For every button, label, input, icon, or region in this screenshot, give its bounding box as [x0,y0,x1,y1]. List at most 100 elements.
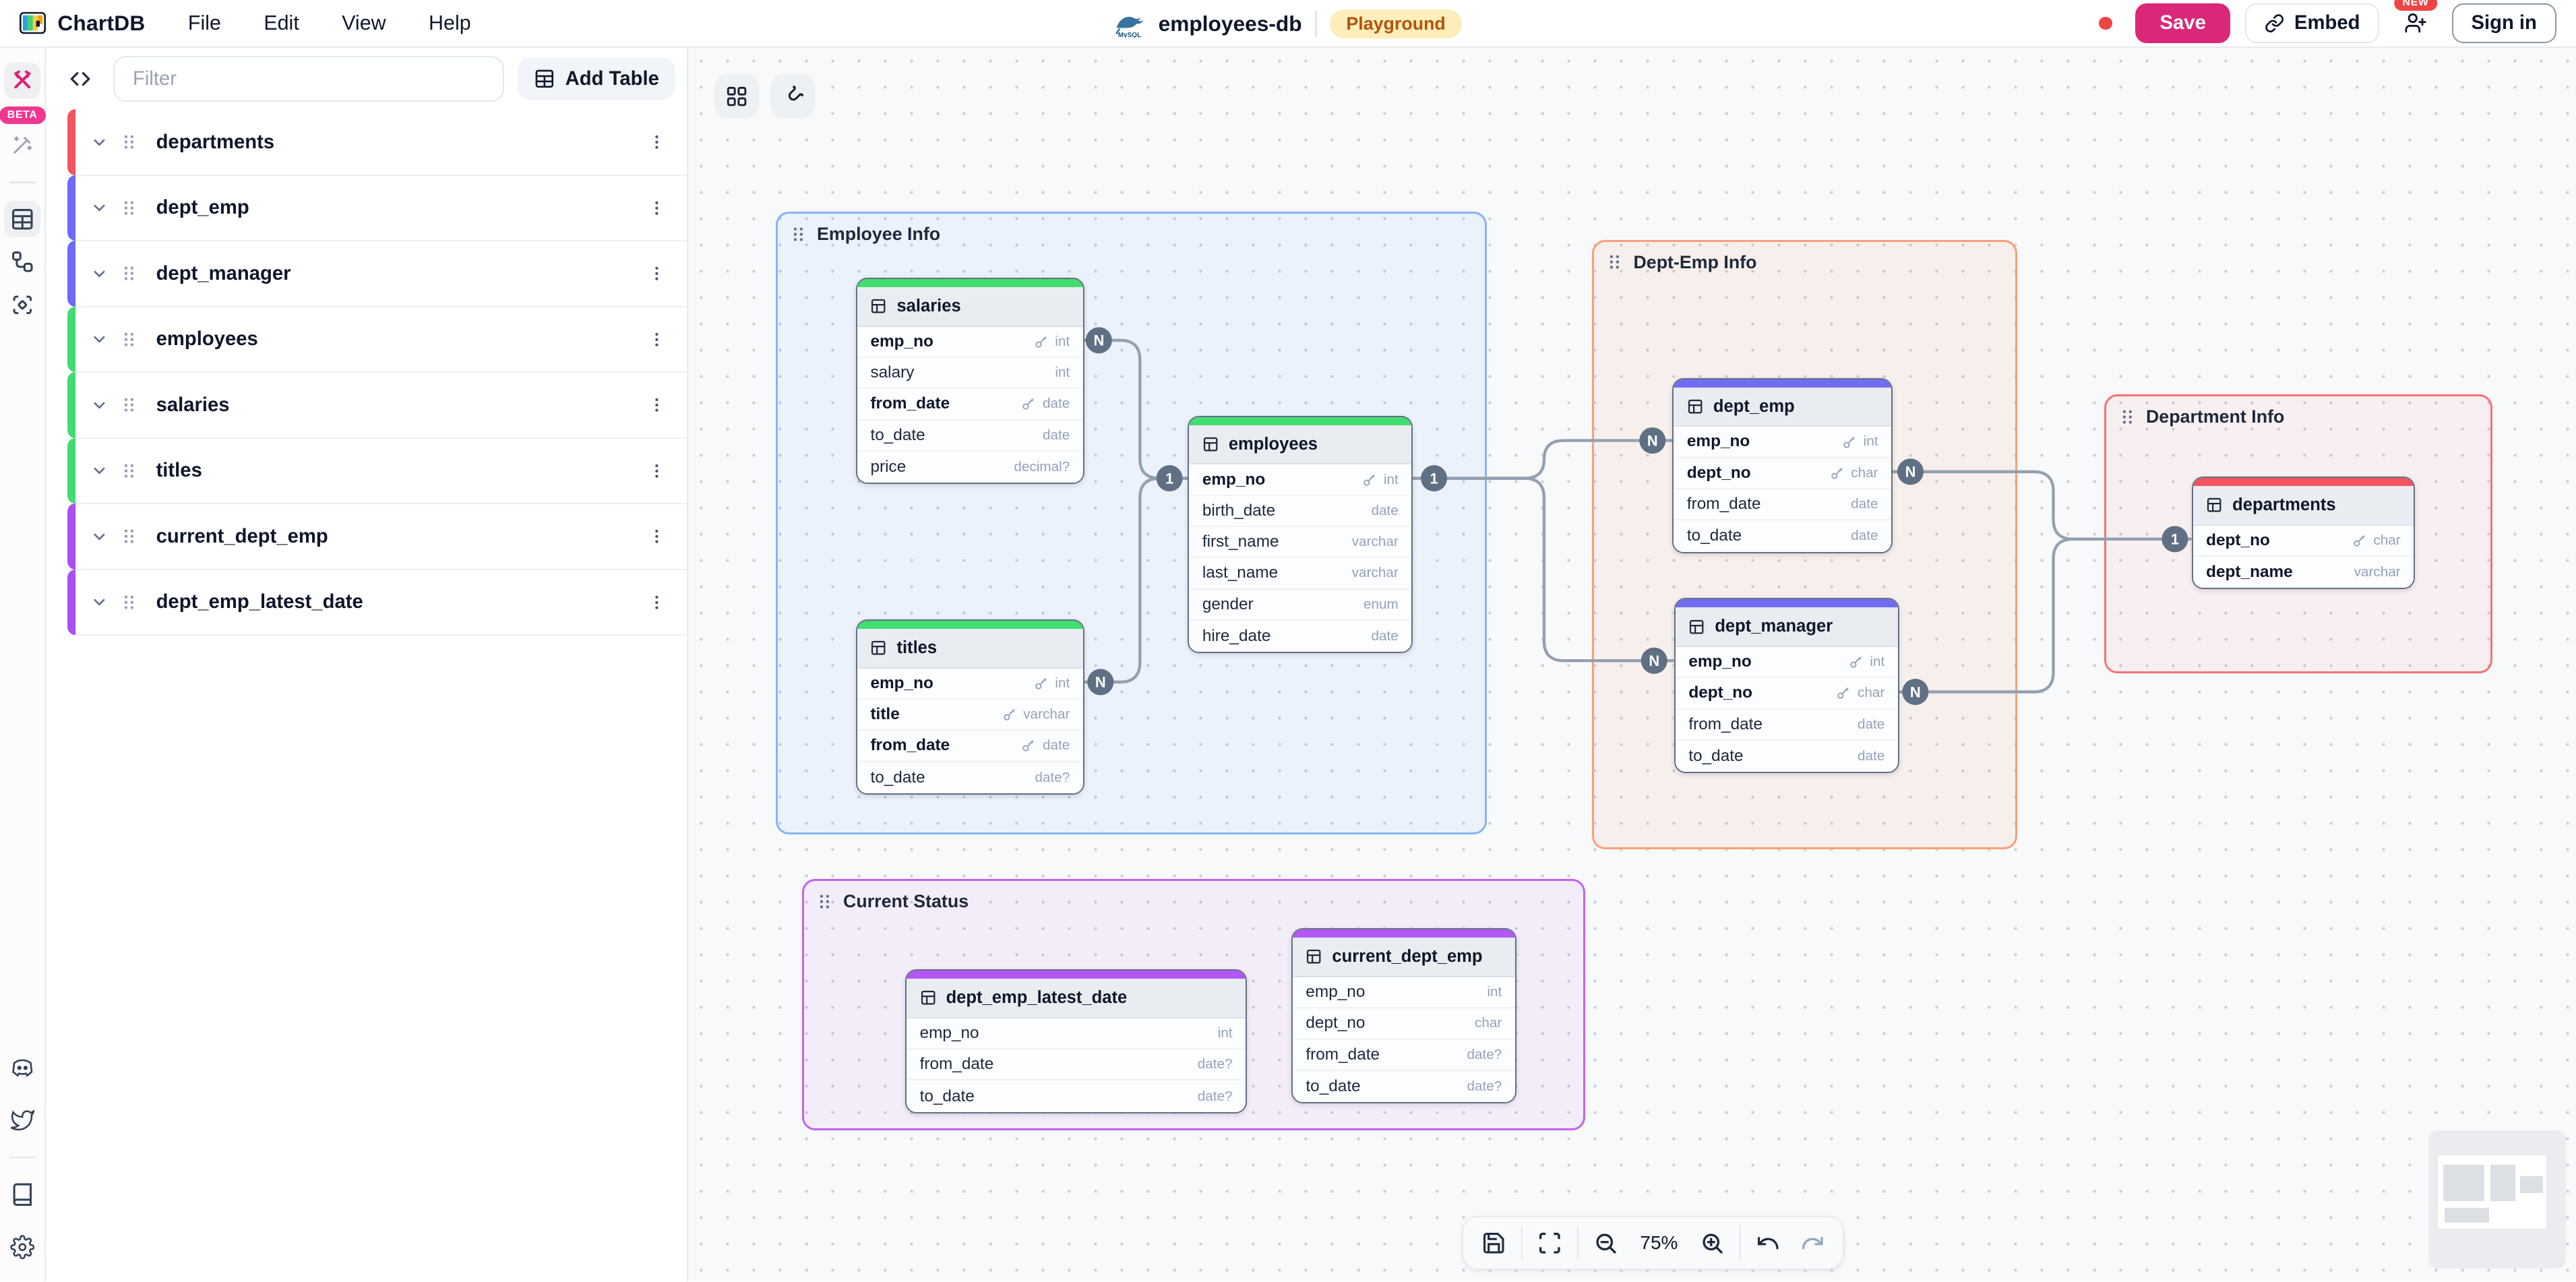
docs-book-icon[interactable] [4,1176,40,1213]
menu-help[interactable]: Help [429,11,471,34]
settings-gear-icon[interactable] [4,1229,40,1265]
table-menu-button[interactable] [636,191,677,225]
table-menu-button[interactable] [636,454,677,488]
drag-handle-icon[interactable] [1605,252,1624,272]
table-menu-button[interactable] [636,322,677,357]
chevron-down-icon[interactable] [90,462,109,480]
zoom-level[interactable]: 75% [1640,1231,1678,1253]
sign-in-button[interactable]: Sign in [2451,3,2556,43]
menu-file[interactable]: File [187,11,221,34]
table-menu-button[interactable] [636,256,677,291]
sidebar-item-dept_manager[interactable]: dept_manager [67,241,687,307]
chevron-down-icon[interactable] [90,330,109,348]
drag-handle-icon[interactable] [120,198,138,218]
area-label[interactable]: Department Info [2106,396,2490,437]
add-table-button[interactable]: Add Table [517,57,676,100]
drag-handle-icon[interactable] [2118,407,2137,427]
canvas-scan-button[interactable] [4,286,40,323]
chartdb-buckle-button[interactable] [4,62,40,99]
chevron-down-icon[interactable] [90,593,109,611]
table-menu-button[interactable] [636,388,677,422]
tables-panel-button[interactable] [4,201,40,237]
save-button[interactable]: Save [2135,3,2231,43]
relationships-panel-button[interactable] [4,244,40,280]
chevron-down-icon[interactable] [90,199,109,217]
zoom-out-button[interactable] [1583,1221,1628,1265]
table-header[interactable]: dept_manager [1675,607,1898,647]
sidebar-item-titles[interactable]: titles [67,437,687,505]
code-view-button[interactable] [61,59,100,99]
table-header[interactable]: titles [857,629,1083,669]
snap-magnet-button[interactable] [770,73,815,119]
zoom-in-button[interactable] [1690,1221,1735,1265]
drag-handle-icon[interactable] [120,461,138,481]
drag-handle-icon[interactable] [120,330,138,349]
area-label[interactable]: Dept-Emp Info [1594,242,2015,282]
table-header[interactable]: departments [2192,486,2414,526]
chevron-down-icon[interactable] [90,133,109,152]
drag-handle-icon[interactable] [120,395,138,415]
sidebar-item-salaries[interactable]: salaries [67,372,687,439]
sidebar-item-departments[interactable]: departments [67,109,687,176]
sidebar-item-dept_emp_latest_date[interactable]: dept_emp_latest_date [67,569,687,636]
area-label[interactable]: Employee Info [778,214,1485,254]
table-menu-button[interactable] [636,585,677,619]
sidebar-item-current_dept_emp[interactable]: current_dept_emp [67,503,687,570]
chevron-down-icon[interactable] [90,396,109,415]
twitter-icon[interactable] [4,1103,40,1139]
table-header[interactable]: employees [1189,425,1412,465]
drag-handle-icon[interactable] [120,132,138,152]
embed-button[interactable]: Embed [2245,3,2380,43]
drag-handle-icon[interactable] [789,224,807,244]
save-diagram-button[interactable] [1472,1221,1516,1265]
table-header[interactable]: dept_emp_latest_date [907,979,1246,1018]
table-header[interactable]: current_dept_emp [1292,938,1515,977]
minimap[interactable] [2428,1130,2567,1269]
drag-handle-icon[interactable] [816,892,834,911]
menu-view[interactable]: View [342,11,386,34]
menu-edit[interactable]: Edit [264,11,299,34]
drag-handle-icon[interactable] [120,526,138,546]
filter-input[interactable] [113,55,505,102]
discord-icon[interactable] [4,1050,40,1087]
magic-wand-button[interactable] [4,127,40,164]
table-header[interactable]: salaries [857,287,1083,327]
grid-view-button[interactable] [714,73,760,119]
